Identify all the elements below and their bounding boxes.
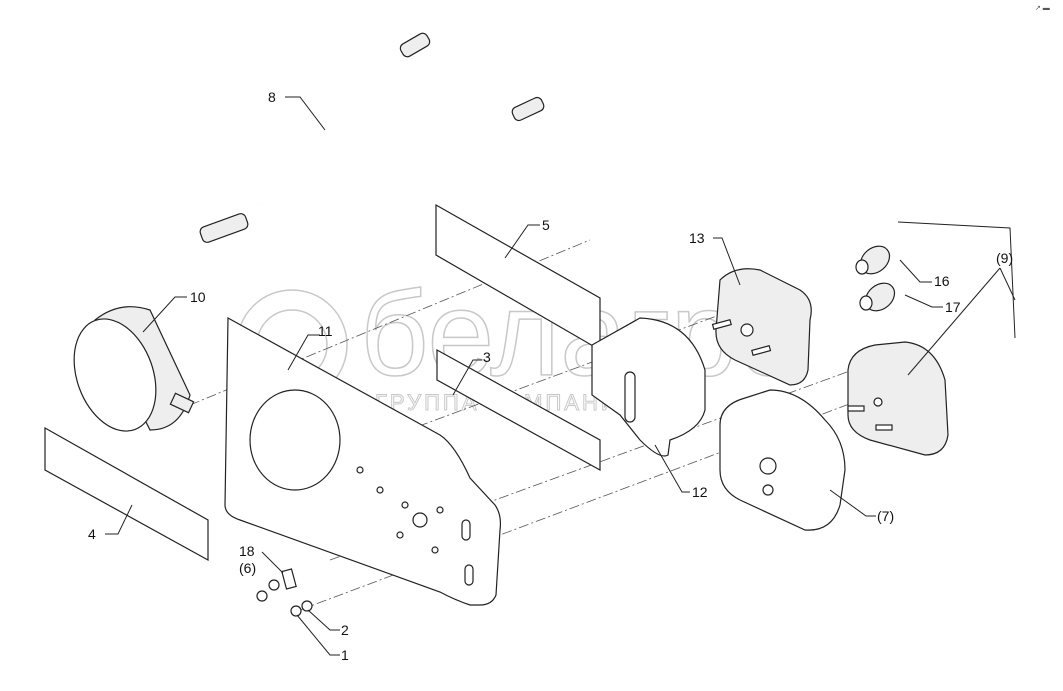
lamp-lens — [719, 389, 846, 531]
cable-harness — [199, 32, 545, 243]
lamp-housing — [711, 268, 812, 386]
fasteners — [256, 568, 313, 617]
lamp-body — [847, 341, 949, 456]
callout-17: 17 — [945, 299, 961, 315]
callout-labels: 8 5 13 16 17 (9) 10 11 3 12 (7) 4 18 (6)… — [88, 89, 1013, 663]
bulb-16 — [855, 245, 891, 275]
callout-12: 12 — [692, 484, 708, 500]
callout-8: 8 — [268, 89, 276, 105]
callout-18: 18 — [239, 543, 255, 559]
callout-11: 11 — [318, 323, 333, 339]
callout-13: 13 — [689, 230, 705, 246]
callout-4: 4 — [88, 526, 96, 542]
callout-5: 5 — [542, 217, 550, 233]
leader-lines — [105, 96, 1016, 656]
callout-2: 2 — [341, 622, 349, 638]
callout-16: 16 — [934, 273, 950, 289]
round-lamp — [73, 306, 195, 432]
bulb-17 — [859, 282, 896, 312]
bracket — [591, 317, 706, 457]
mounting-plate — [224, 316, 502, 606]
callout-10: 10 — [190, 289, 206, 305]
gasket-4 — [44, 426, 209, 562]
callout-9: (9) — [996, 250, 1013, 266]
corner-mark: ↗ ▬ — [1035, 5, 1050, 12]
gasket-3 — [436, 348, 601, 472]
callout-1: 1 — [341, 647, 349, 663]
callout-7: (7) — [877, 508, 894, 524]
callout-6: (6) — [239, 560, 256, 576]
callout-3: 3 — [483, 349, 491, 365]
